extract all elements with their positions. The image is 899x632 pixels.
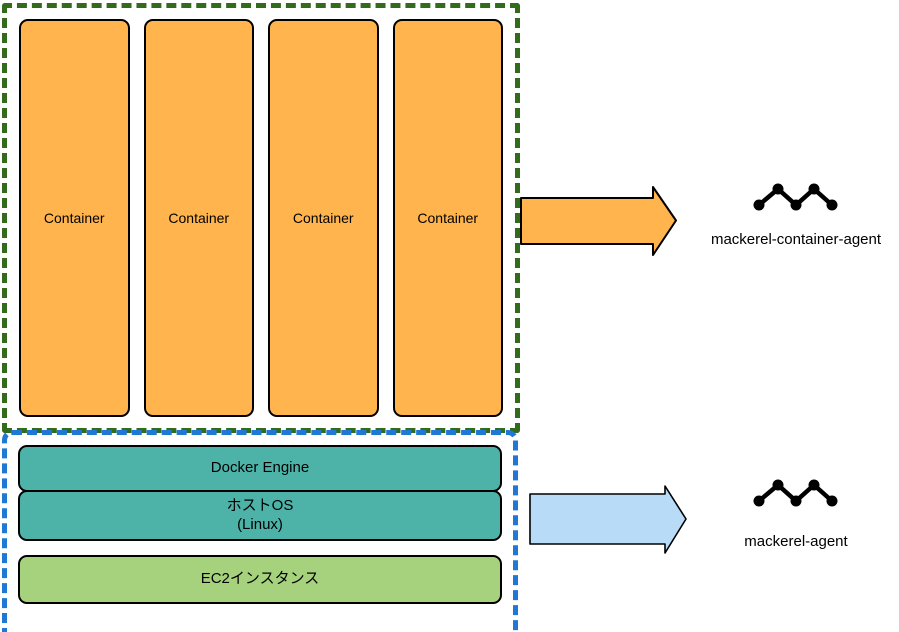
mackerel-container-agent: mackerel-container-agent xyxy=(693,182,899,248)
container-box-1: Container xyxy=(19,19,130,417)
container-label: Container xyxy=(43,210,105,226)
container-label: Container xyxy=(417,210,479,226)
host-os-label: ホストOS xyxy=(226,496,294,514)
layer-docker-engine: Docker Engine xyxy=(18,445,502,492)
host-os-sublabel: (Linux) xyxy=(237,515,283,533)
arrow-right-top-icon xyxy=(520,186,677,256)
arrow-right-bottom-icon xyxy=(529,485,687,554)
container-label: Container xyxy=(292,210,354,226)
layer-host-os: ホストOS (Linux) xyxy=(18,490,502,541)
layer-ec2-instance: EC2インスタンス xyxy=(18,555,502,604)
mackerel-logo-icon xyxy=(753,479,838,507)
containers-group: Container Container Container Container xyxy=(2,3,520,433)
container-box-3: Container xyxy=(268,19,379,417)
mackerel-logo-icon xyxy=(753,183,838,211)
container-box-4: Container xyxy=(392,19,503,417)
host-agent-label: mackerel-agent xyxy=(744,533,848,550)
docker-engine-label: Docker Engine xyxy=(210,459,310,477)
ec2-instance-label: EC2インスタンス xyxy=(200,570,320,588)
container-box-2: Container xyxy=(143,19,254,417)
container-label: Container xyxy=(168,210,230,226)
container-agent-label: mackerel-container-agent xyxy=(710,231,882,248)
host-group: Docker Engine ホストOS (Linux) EC2インスタンス xyxy=(2,430,518,632)
mackerel-agent: mackerel-agent xyxy=(693,478,899,550)
